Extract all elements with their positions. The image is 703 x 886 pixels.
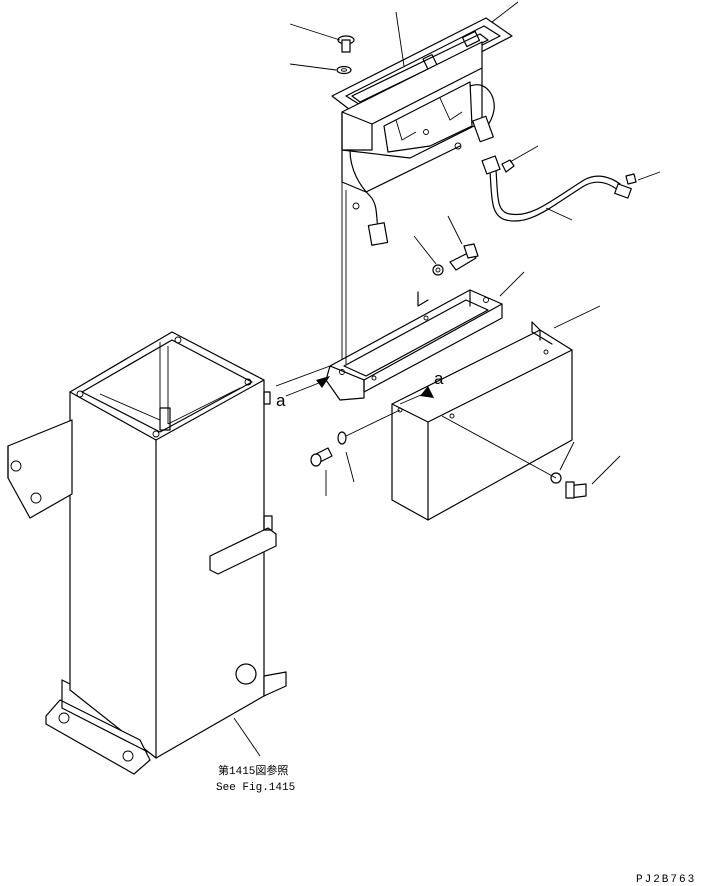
mount-bracket	[325, 289, 503, 401]
bolt-right	[550, 472, 587, 499]
screw-top	[336, 35, 355, 75]
view-arrow-left	[285, 376, 330, 397]
ground-cable	[481, 155, 637, 222]
reference-note-en: See Fig.1415	[216, 782, 295, 794]
reference-note-jp: 第1415図参照	[218, 763, 288, 778]
column-box	[7, 331, 287, 775]
bolt-middle	[432, 243, 479, 276]
leader-lines	[233, 1, 661, 757]
cover-box	[391, 321, 573, 521]
view-label-left: a	[276, 391, 286, 410]
view-label-right: a	[434, 369, 444, 388]
drawing-code: PJ2B763	[636, 874, 696, 886]
bolt-left	[310, 431, 347, 467]
switch-panel-assembly	[331, 17, 513, 370]
view-arrow-right	[399, 386, 434, 405]
